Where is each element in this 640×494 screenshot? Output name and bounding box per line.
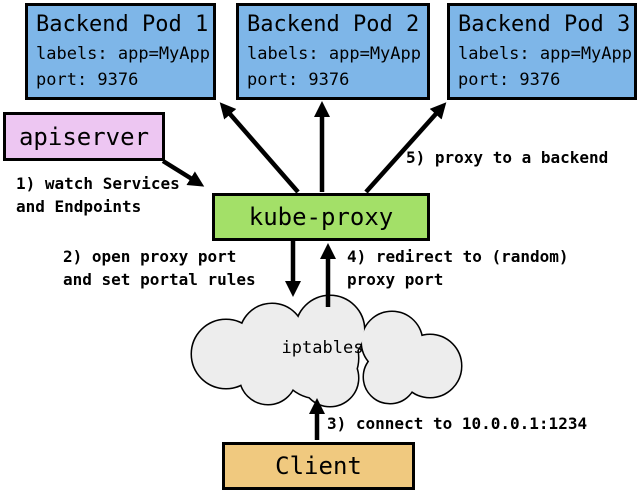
client-label: Client: [275, 452, 362, 480]
backend-pod-3-port: port: 9376: [458, 70, 561, 90]
arrow-kube-proxy-to-pod-3: [364, 102, 447, 194]
backend-pod-2-labels: labels: app=MyApp: [247, 44, 421, 64]
step-1-line-1: 1) watch Services: [16, 174, 180, 193]
backend-pod-2-port: port: 9376: [247, 70, 350, 90]
kube-proxy-label: kube-proxy: [248, 203, 394, 231]
backend-pod-2-box: Backend Pod 2 labels: app=MyApp port: 93…: [236, 3, 430, 100]
apiserver-box: apiserver: [3, 112, 165, 161]
arrow-kube-proxy-to-pod-1: [219, 102, 300, 194]
arrow-apiserver-to-kube-proxy: [161, 159, 205, 187]
backend-pod-3-title: Backend Pod 3: [458, 12, 631, 37]
step-3-annotation: 3) connect to 10.0.0.1:1234: [327, 414, 588, 433]
step-2-annotation: 2) open proxy port and set portal rules: [63, 245, 256, 291]
backend-pod-1-title: Backend Pod 1: [36, 12, 209, 37]
backend-pod-2-title: Backend Pod 2: [247, 12, 420, 37]
step-4-line-1: 4) redirect to (random): [347, 247, 569, 266]
step-5-annotation: 5) proxy to a backend: [406, 148, 609, 167]
step-4-annotation: 4) redirect to (random) proxy port: [347, 245, 569, 291]
kube-proxy-box: kube-proxy: [212, 193, 430, 241]
apiserver-label: apiserver: [18, 122, 150, 151]
backend-pod-3-box: Backend Pod 3 labels: app=MyApp port: 93…: [447, 3, 637, 100]
backend-pod-1-labels: labels: app=MyApp: [36, 44, 210, 64]
step-2-line-1: 2) open proxy port: [63, 247, 237, 266]
iptables-label: iptables: [281, 338, 364, 358]
backend-pod-1-box: Backend Pod 1 labels: app=MyApp port: 93…: [25, 3, 216, 100]
backend-pod-3-labels: labels: app=MyApp: [458, 44, 632, 64]
client-box: Client: [222, 442, 415, 490]
step-2-line-2: and set portal rules: [63, 270, 256, 289]
step-1-annotation: 1) watch Services and Endpoints: [16, 172, 180, 218]
step-1-line-2: and Endpoints: [16, 197, 142, 216]
backend-pod-1-port: port: 9376: [36, 70, 139, 90]
step-4-line-2: proxy port: [347, 270, 444, 289]
